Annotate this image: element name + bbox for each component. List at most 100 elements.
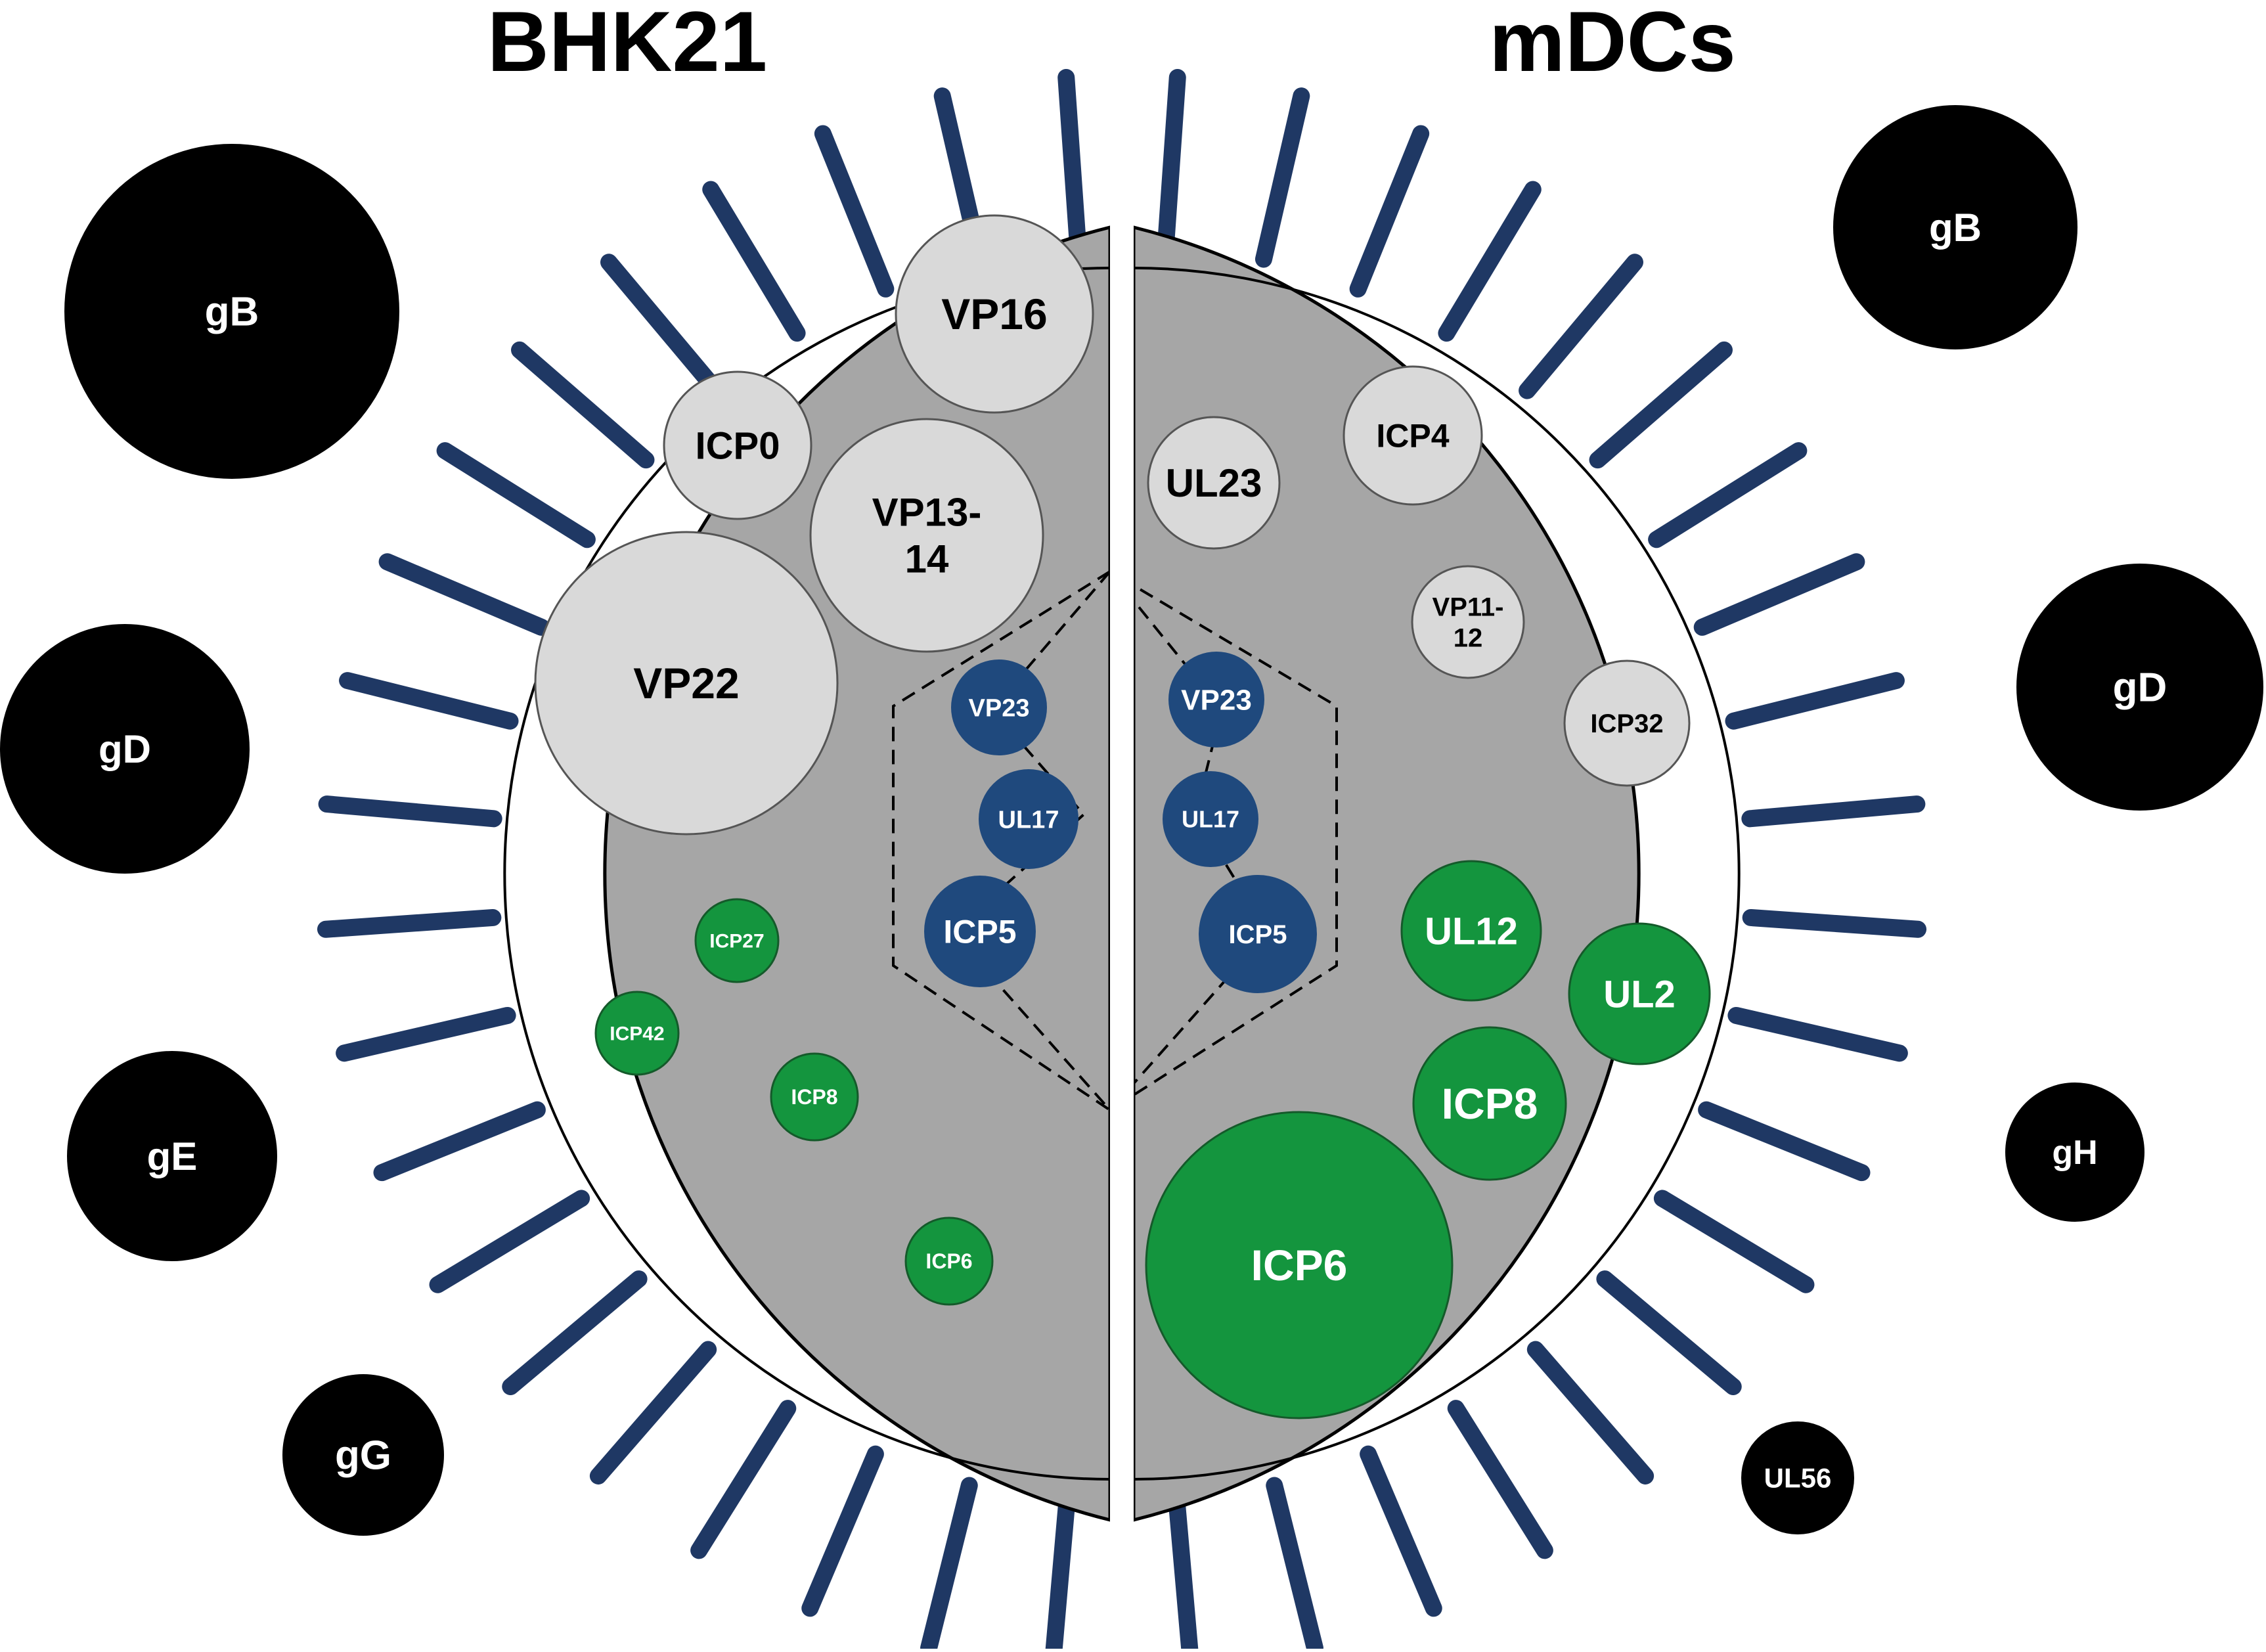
capsid-protein-circle bbox=[1168, 652, 1264, 748]
glycoprotein-left-gd: gD bbox=[0, 624, 250, 874]
tegument-protein-left-icp0: ICP0 bbox=[663, 370, 812, 520]
tegument-protein-left-vp22: VP22 bbox=[534, 531, 839, 836]
non-structural-protein-label: ICP42 bbox=[610, 1023, 664, 1045]
envelope-spike bbox=[1168, 1493, 1199, 1652]
envelope-spike bbox=[1349, 125, 1430, 298]
glycoprotein-circle bbox=[282, 1374, 444, 1536]
envelope-spike bbox=[336, 1006, 516, 1062]
envelope-spike bbox=[1589, 341, 1733, 469]
non-structural-protein-circle bbox=[1145, 1111, 1454, 1419]
envelope-spike bbox=[1741, 795, 1926, 828]
envelope-spike bbox=[373, 1101, 546, 1182]
capsid-protein-right-icp5: ICP5 bbox=[1199, 875, 1317, 993]
non-structural-protein-label: ICP6 bbox=[925, 1249, 972, 1273]
capsid-protein-circle bbox=[1199, 875, 1317, 993]
glycoprotein-right-gb: gB bbox=[1833, 105, 2077, 349]
tegument-protein-circle bbox=[1343, 365, 1483, 506]
envelope-spike bbox=[1725, 672, 1905, 730]
non-structural-protein-circle bbox=[1568, 922, 1711, 1065]
envelope-spike bbox=[1727, 1006, 1908, 1062]
envelope-spike bbox=[1255, 87, 1310, 268]
envelope-spike bbox=[589, 1341, 717, 1485]
capsid-protein-label: VP23 bbox=[969, 694, 1030, 722]
tegument-protein-circle bbox=[1411, 565, 1525, 679]
inner-membrane-right bbox=[1133, 267, 1741, 1481]
capsid-protein-label: UL17 bbox=[1182, 806, 1239, 833]
glycoprotein-label: UL56 bbox=[1764, 1463, 1832, 1494]
non-structural-protein-right-ul2: UL2 bbox=[1568, 922, 1711, 1065]
glycoprotein-label: gB bbox=[205, 290, 259, 335]
tegument-protein-label: ICP4 bbox=[1376, 418, 1449, 455]
tegument-protein-circle bbox=[663, 370, 812, 520]
non-structural-protein-right-icp6: ICP6 bbox=[1145, 1111, 1454, 1419]
non-structural-protein-right-ul12: UL12 bbox=[1400, 860, 1542, 1002]
envelope-spike bbox=[1266, 1477, 1323, 1652]
envelope-spike bbox=[1438, 181, 1542, 342]
non-structural-protein-label: UL12 bbox=[1425, 910, 1518, 952]
glycoprotein-label: gD bbox=[2113, 665, 2167, 711]
envelope-spike bbox=[1157, 68, 1186, 254]
non-structural-protein-left-icp27: ICP27 bbox=[694, 898, 780, 983]
glycoprotein-circle bbox=[64, 144, 399, 479]
glycoprotein-circle bbox=[1833, 105, 2077, 349]
title-mdcs: mDCs bbox=[1489, 0, 1736, 89]
non-structural-protein-circle bbox=[694, 898, 780, 983]
tegument-protein-label: ICP32 bbox=[1590, 709, 1663, 738]
tegument-protein-label: ICP0 bbox=[696, 424, 780, 467]
glycoprotein-circle bbox=[2016, 564, 2263, 811]
capsid-inner-lines-left bbox=[950, 570, 1111, 1111]
non-structural-protein-circle bbox=[770, 1052, 859, 1142]
glycoprotein-label: gG bbox=[335, 1433, 391, 1479]
tegument-protein-circle bbox=[895, 214, 1094, 414]
envelope-spike bbox=[1653, 1190, 1815, 1293]
tegument-protein-circle bbox=[809, 418, 1044, 653]
envelope-spike bbox=[1447, 1400, 1553, 1559]
tegument-protein-right-icp32: ICP32 bbox=[1563, 659, 1691, 787]
capsid-protein-label: ICP5 bbox=[943, 914, 1016, 950]
capsid-protein-left-icp5: ICP5 bbox=[924, 876, 1036, 987]
capsid-hexagon bbox=[892, 569, 1338, 1112]
envelope-spike bbox=[317, 908, 502, 938]
glycoprotein-label: gE bbox=[147, 1134, 198, 1178]
non-structural-protein-left-icp6: ICP6 bbox=[904, 1217, 994, 1306]
capsid-protein-circle bbox=[979, 769, 1078, 869]
capsid-protein-right-vp23: VP23 bbox=[1168, 652, 1264, 748]
envelope-spike bbox=[378, 553, 550, 636]
tegument-protein-circle bbox=[1147, 416, 1281, 550]
tegument-protein-circle bbox=[1563, 659, 1691, 787]
capsid-protein-right-ul17: UL17 bbox=[1163, 771, 1258, 867]
tegument-protein-label: VP11-12 bbox=[1433, 592, 1504, 652]
non-structural-protein-circle bbox=[1400, 860, 1542, 1002]
glycoprotein-circle bbox=[1741, 1421, 1854, 1534]
envelope-spike bbox=[814, 125, 895, 298]
non-structural-protein-label: ICP8 bbox=[1442, 1079, 1538, 1128]
tegument-protein-circle bbox=[534, 531, 839, 836]
glycoprotein-left-gb: gB bbox=[64, 144, 399, 479]
envelope-spike bbox=[1596, 1270, 1742, 1395]
non-structural-protein-label: ICP27 bbox=[709, 931, 764, 952]
glycoprotein-left-gg: gG bbox=[282, 1374, 444, 1536]
glycoprotein-label: gH bbox=[2052, 1134, 2097, 1172]
envelope-spike bbox=[1045, 1493, 1076, 1652]
envelope-spike bbox=[339, 672, 519, 730]
tegument-protein-label: VP13-14 bbox=[872, 491, 982, 581]
glycoprotein-left-ge: gE bbox=[67, 1051, 277, 1261]
capsid-protein-label: VP23 bbox=[1181, 684, 1252, 716]
non-structural-protein-circle bbox=[904, 1217, 994, 1306]
non-structural-protein-right-icp8: ICP8 bbox=[1412, 1026, 1567, 1181]
glycoprotein-right-ul56: UL56 bbox=[1741, 1421, 1854, 1534]
glycoprotein-circle bbox=[2005, 1083, 2144, 1222]
envelope-spike bbox=[1526, 1341, 1655, 1485]
tegument-protein-label: VP22 bbox=[633, 659, 739, 707]
envelope-spikes bbox=[317, 68, 1927, 1652]
non-structural-protein-circle bbox=[594, 991, 680, 1076]
envelope-spike bbox=[690, 1400, 797, 1559]
glycoprotein-right-gd: gD bbox=[2016, 564, 2263, 811]
capsid-protein-circle bbox=[951, 659, 1047, 755]
tegument-protein-label: UL23 bbox=[1166, 461, 1262, 505]
envelope-spike bbox=[1360, 1445, 1442, 1617]
non-structural-protein-left-icp42: ICP42 bbox=[594, 991, 680, 1076]
envelope-spike bbox=[511, 341, 655, 469]
